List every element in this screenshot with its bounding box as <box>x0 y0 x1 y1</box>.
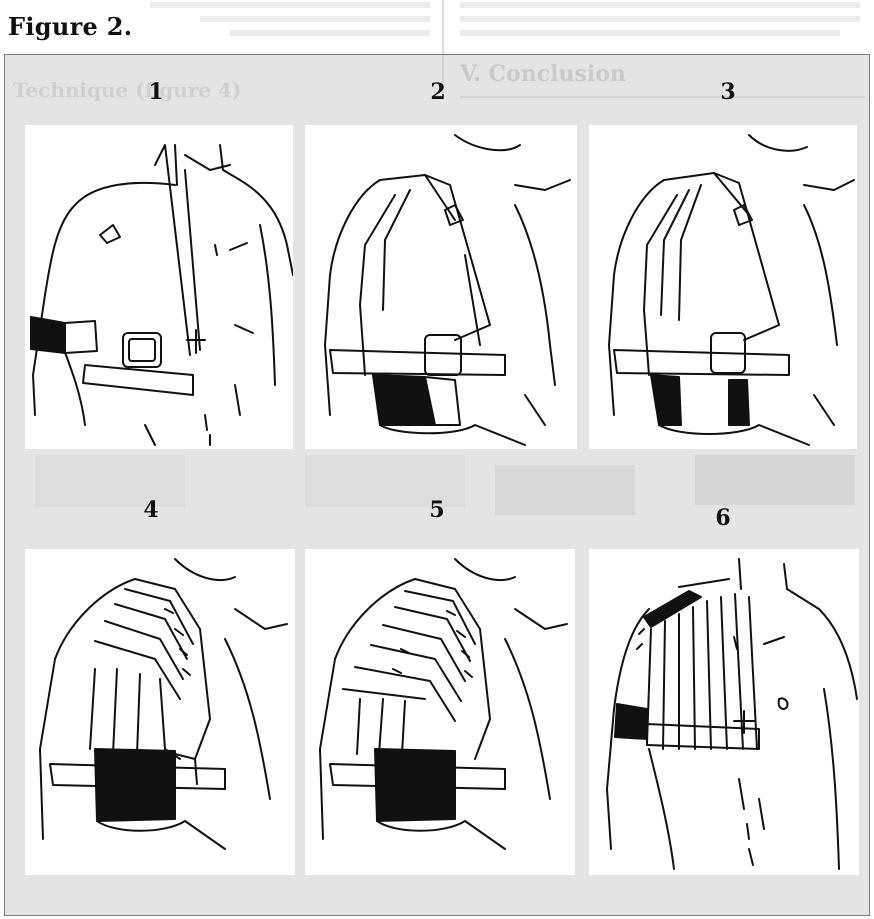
figure-frame: V. Conclusion 3. Technique (figure 4) 1 … <box>4 54 870 916</box>
panel-2-illustration <box>305 125 577 449</box>
panel-1-illustration <box>25 125 293 449</box>
panel-6-illustration <box>589 549 859 875</box>
panel-number-1: 1 <box>148 79 164 105</box>
panel-number-2: 2 <box>430 79 446 105</box>
panel-number-6: 6 <box>715 505 731 531</box>
panel-number-3: 3 <box>720 79 736 105</box>
figure-title: Figure 2. <box>8 12 133 41</box>
panel-number-5: 5 <box>429 497 445 523</box>
ghost-heading-left: 3. Technique (figure 4) <box>5 78 241 102</box>
panel-3-illustration <box>589 125 857 449</box>
ghost-heading-right: V. Conclusion <box>459 61 626 87</box>
panel-4-illustration <box>25 549 295 875</box>
panel-number-4: 4 <box>143 497 159 523</box>
panel-5-illustration <box>305 549 575 875</box>
page-show-through <box>150 0 860 54</box>
reverse-side-show-through: V. Conclusion 3. Technique (figure 4) <box>5 55 865 515</box>
